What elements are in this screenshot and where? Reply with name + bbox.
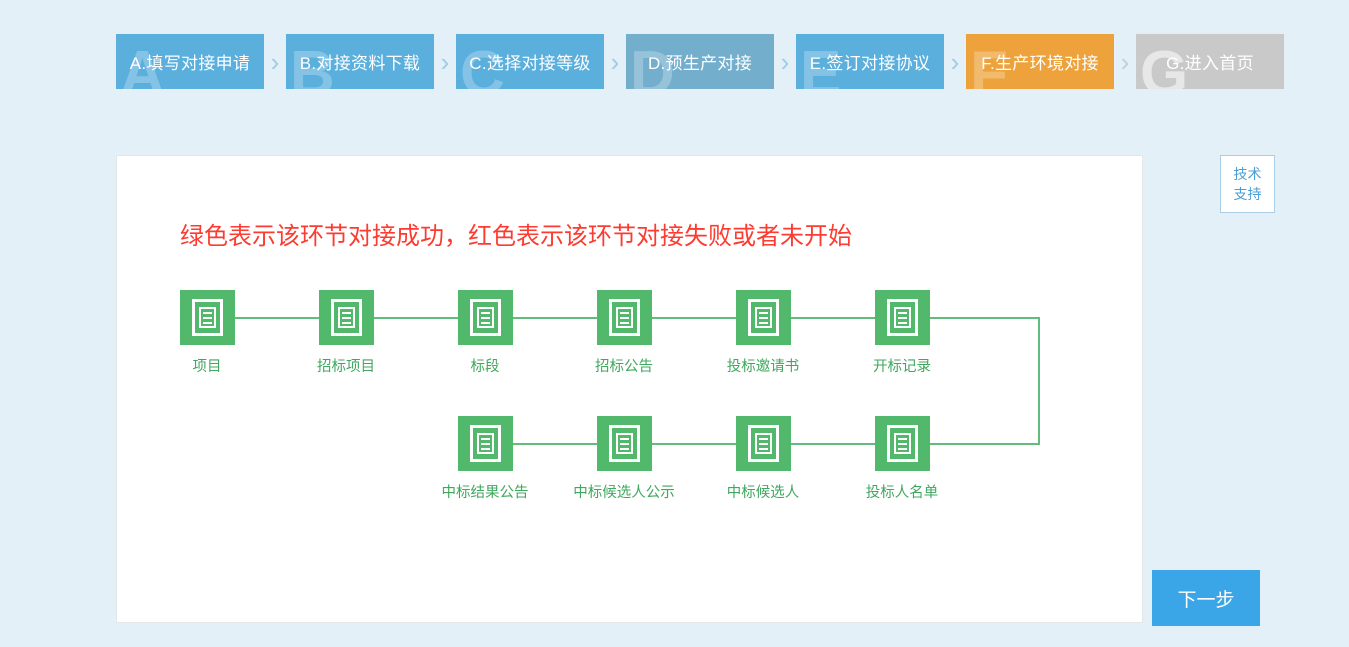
status-legend-notice: 绿色表示该环节对接成功，红色表示该环节对接失败或者未开始: [180, 223, 852, 250]
step-e-label: E.签订对接协议: [809, 54, 931, 73]
chevron-right-icon-3: ›: [610, 46, 620, 77]
chevron-right-icon-2: ›: [440, 46, 450, 77]
connector-wrap-top: [930, 317, 1040, 319]
main-card: 绿色表示该环节对接成功，红色表示该环节对接失败或者未开始 项目 招标项目 标段: [116, 155, 1143, 623]
flow-node-label-zhongbiaohouxuanren: 中标候选人: [726, 485, 800, 501]
chevron-right-icon-4: ›: [780, 46, 790, 77]
connector-r2-3: [791, 443, 876, 445]
document-icon: [470, 299, 501, 336]
connector-r2-1: [513, 443, 598, 445]
technical-support-button[interactable]: 技术 支持: [1220, 155, 1275, 213]
step-e[interactable]: E E.签订对接协议: [796, 34, 944, 89]
connector-r2-2: [652, 443, 737, 445]
step-c-label: C.选择对接等级: [469, 54, 591, 73]
flow-node-toubiaorenmingdan[interactable]: [875, 416, 930, 471]
support-label-line1: 技术: [1233, 166, 1262, 182]
document-icon: [748, 425, 779, 462]
step-b-label: B.对接资料下载: [299, 54, 421, 73]
flow-node-label-biaoduan: 标段: [470, 359, 500, 375]
document-icon: [609, 425, 640, 462]
document-icon: [609, 299, 640, 336]
step-a[interactable]: A A.填写对接申请: [116, 34, 264, 89]
document-icon: [887, 299, 918, 336]
chevron-right-icon-6: ›: [1120, 46, 1130, 77]
step-d-label: D.预生产对接: [647, 54, 753, 73]
connector-r1-3: [513, 317, 598, 319]
flow-node-zhaobiaoxiangmu[interactable]: [319, 290, 374, 345]
support-label-line2: 支持: [1233, 186, 1262, 202]
step-f-label: F.生产环境对接: [981, 54, 1099, 73]
flow-node-label-zhongbiaojieguogonggao: 中标结果公告: [441, 485, 529, 501]
flow-node-biaoduan[interactable]: [458, 290, 513, 345]
connector-r1-4: [652, 317, 737, 319]
document-icon: [331, 299, 362, 336]
step-g-label: G.进入首页: [1166, 54, 1254, 73]
flow-node-zhongbiaojieguogonggao[interactable]: [458, 416, 513, 471]
document-icon: [192, 299, 223, 336]
document-icon: [887, 425, 918, 462]
flow-node-label-zhongbiaohouxuanrengongshi: 中标候选人公示: [573, 485, 675, 501]
flow-node-label-zhaobiaoxiangmu: 招标项目: [317, 359, 375, 375]
document-icon: [748, 299, 779, 336]
flow-node-label-kaibiaojilu: 开标记录: [873, 359, 931, 375]
step-b[interactable]: B B.对接资料下载: [286, 34, 434, 89]
connector-r1-2: [374, 317, 459, 319]
step-f[interactable]: F F.生产环境对接: [966, 34, 1114, 89]
connector-r1-1: [235, 317, 320, 319]
flow-node-zhongbiaohouxuanren[interactable]: [736, 416, 791, 471]
flow-node-toubiaoyaoqingshu[interactable]: [736, 290, 791, 345]
connector-wrap-right: [1038, 317, 1040, 445]
step-c[interactable]: C C.选择对接等级: [456, 34, 604, 89]
flow-node-kaibiaojilu[interactable]: [875, 290, 930, 345]
connector-r1-5: [791, 317, 876, 319]
connector-wrap-bottom: [930, 443, 1040, 445]
flow-node-zhongbiaohouxuanrengongshi[interactable]: [597, 416, 652, 471]
chevron-right-icon-5: ›: [950, 46, 960, 77]
step-g[interactable]: G G.进入首页: [1136, 34, 1284, 89]
next-step-button[interactable]: 下一步: [1152, 570, 1260, 626]
progress-stepper: A A.填写对接申请 › B B.对接资料下载 › C C.选择对接等级 › D…: [116, 34, 1284, 89]
step-a-label: A.填写对接申请: [129, 54, 251, 73]
document-icon: [470, 425, 501, 462]
flow-node-label-zhaobiaogonggao: 招标公告: [595, 359, 653, 375]
flow-node-zhaobiaogonggao[interactable]: [597, 290, 652, 345]
step-d[interactable]: D D.预生产对接: [626, 34, 774, 89]
flow-node-label-toubiaoyaoqingshu: 投标邀请书: [726, 359, 800, 375]
chevron-right-icon-1: ›: [270, 46, 280, 77]
flow-node-label-toubiaorenmingdan: 投标人名单: [865, 485, 939, 501]
flow-node-label-xiangmu: 项目: [192, 359, 222, 375]
flow-node-xiangmu[interactable]: [180, 290, 235, 345]
